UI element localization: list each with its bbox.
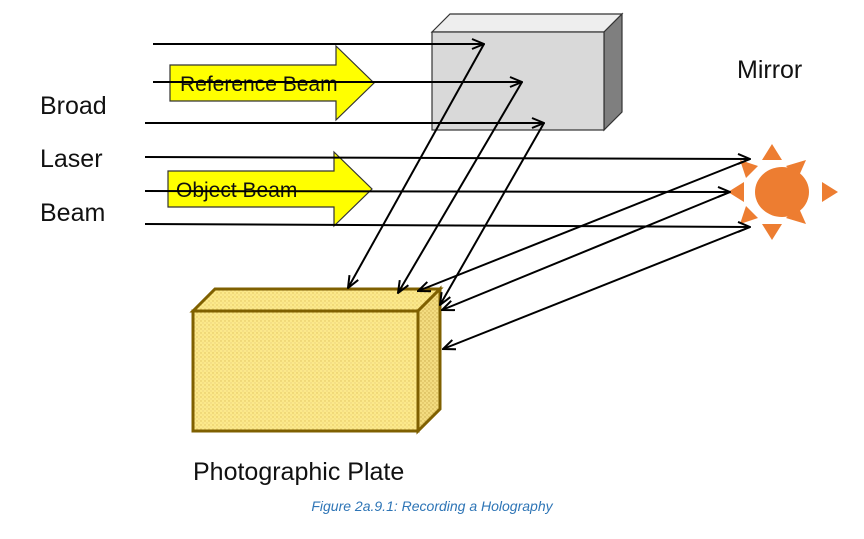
beam-label: Beam xyxy=(40,199,106,227)
photographic-plate-box xyxy=(189,285,444,435)
scattered-object-ray-1 xyxy=(418,158,751,291)
reference-beam-label: Reference Beam xyxy=(180,73,338,96)
object-sun-icon xyxy=(728,144,838,240)
scattered-object-rays xyxy=(418,158,751,349)
scattered-object-ray-3 xyxy=(443,226,751,349)
object-ray-2 xyxy=(144,191,730,192)
reflected-reference-ray-3 xyxy=(440,122,545,305)
reference-rays xyxy=(145,44,544,123)
mirror-box xyxy=(430,12,624,132)
broad-label: Broad xyxy=(40,92,107,120)
scattered-object-ray-2 xyxy=(442,191,731,310)
reflected-reference-ray-1 xyxy=(348,43,485,288)
figure-caption: Figure 2a.9.1: Recording a Holography xyxy=(311,498,553,514)
photographic-plate-label: Photographic Plate xyxy=(193,458,405,486)
object-ray-3 xyxy=(144,224,750,227)
object-rays xyxy=(144,157,750,227)
object-ray-1 xyxy=(144,157,750,159)
laser-label: Laser xyxy=(40,145,103,173)
object-beam-arrow: Object Beam xyxy=(167,150,373,228)
reflected-reference-ray-2 xyxy=(398,81,523,293)
mirror-label: Mirror xyxy=(737,56,803,84)
